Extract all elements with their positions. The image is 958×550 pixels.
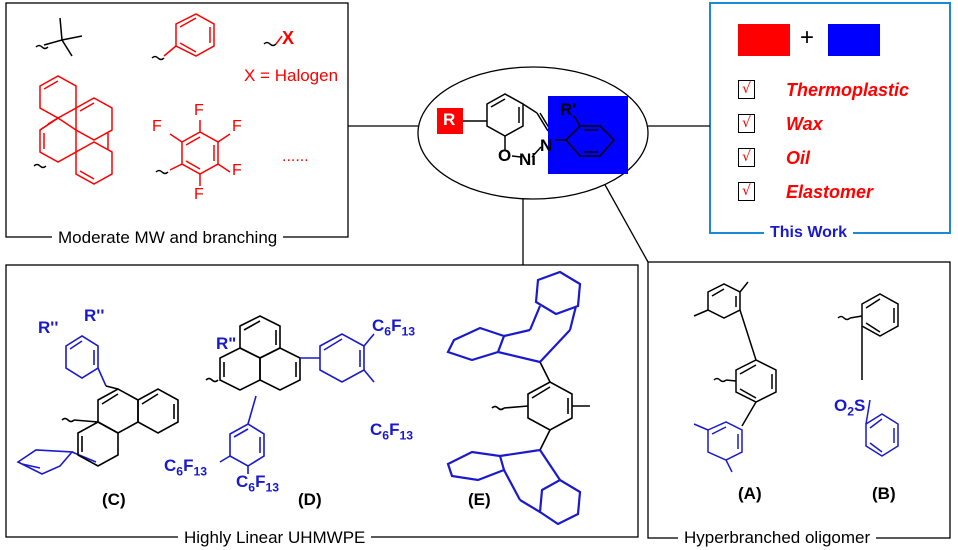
c6f13-13: 13 (401, 324, 416, 339)
structure-A (693, 281, 777, 473)
pentafluorophenyl-wavy (155, 169, 169, 175)
property-wax: Wax (786, 114, 823, 134)
label-A: (A) (738, 484, 762, 503)
c6f13-f: F (183, 456, 194, 475)
phenyl-wavy (151, 55, 165, 61)
blue-swatch (828, 24, 880, 56)
c6f13-c: C (370, 420, 383, 439)
c6f13-6: 6 (248, 480, 256, 495)
so2-o: O (834, 396, 848, 415)
more-substituents-ellipsis: ...... (282, 148, 309, 165)
structure-C-R-left: R'' (38, 318, 59, 337)
structure-D-R-label: R" (216, 334, 237, 353)
panel-top-right-title: This Work (764, 224, 854, 242)
halogen-x-symbol: X (282, 28, 295, 48)
c6f13-c: C (236, 472, 249, 491)
halogen-structure (263, 35, 283, 47)
catalyst-N-label: N (540, 136, 553, 155)
structure-C (16, 335, 179, 475)
panel-bottom-right-title: Hyperbranched oligomer (678, 528, 877, 548)
tbutyl-structure (35, 17, 83, 57)
label-D: (D) (298, 490, 322, 509)
c6f13-f: F (389, 420, 400, 439)
check-oil: √ (738, 148, 755, 167)
catalyst-Ni-label: Ni (519, 150, 536, 169)
phenyl-structure (163, 13, 215, 57)
label-C: (C) (102, 490, 126, 509)
catalyst-Rprime-label: R' (560, 100, 577, 119)
check-thermoplastic: √ (738, 80, 755, 99)
red-swatch (738, 24, 790, 56)
panel-top-left-frame (5, 2, 349, 238)
halogen-definition-label: X = Halogen (244, 66, 339, 85)
panel-bottom-right-frame (647, 261, 951, 539)
structure-B (837, 293, 899, 457)
center-aryl-ring (555, 115, 616, 157)
c6f13-13: 13 (399, 428, 414, 443)
connector-diagonal (603, 182, 649, 263)
c6f13-6: 6 (176, 464, 184, 479)
pentafluorophenyl-structure (169, 120, 231, 186)
check-wax: √ (738, 114, 755, 133)
fluorine-label-lower-right: F (232, 162, 242, 179)
check-elastomer: √ (738, 182, 755, 201)
catalyst-O-label: O (498, 146, 512, 165)
structure-D-c6f13-top: C6F13 (372, 316, 415, 338)
panel-top-left-title: Moderate MW and branching (52, 228, 284, 248)
c6f13-f: F (391, 316, 402, 335)
structure-B-so2: O2S (834, 396, 865, 418)
structure-D-c6f13-left: C6F13 (164, 456, 207, 478)
c6f13-c: C (164, 456, 177, 475)
c6f13-6: 6 (384, 324, 392, 339)
label-E: (E) (468, 490, 491, 509)
property-oil: Oil (786, 148, 811, 168)
structure-C-R-right: R'' (84, 306, 105, 325)
so2-s: S (854, 396, 866, 415)
c6f13-13: 13 (265, 480, 280, 495)
c6f13-6: 6 (382, 428, 390, 443)
plus-sign: + (800, 24, 815, 51)
fluorine-label-top: F (194, 102, 204, 119)
property-thermoplastic: Thermoplastic (786, 80, 910, 100)
anthracenyl-structure (39, 75, 113, 185)
c6f13-f: F (255, 472, 266, 491)
property-elastomer: Elastomer (786, 182, 874, 202)
anthracenyl-wavy (33, 163, 47, 169)
center-Rprime-blue-box (548, 96, 628, 174)
panel-bottom-middle-title: Highly Linear UHMWPE (178, 528, 372, 548)
structure-D (205, 315, 375, 474)
catalyst-R-label: R (443, 110, 456, 129)
structure-D-c6f13-right: C6F13 (370, 420, 413, 442)
so2-2: 2 (847, 404, 855, 419)
c6f13-c: C (372, 316, 385, 335)
fluorine-label-bottom: F (194, 186, 204, 203)
c6f13-13: 13 (193, 464, 208, 479)
fluorine-label-right: F (232, 118, 242, 135)
structure-D-c6f13-bottom: C6F13 (236, 472, 279, 494)
structure-E (446, 270, 590, 526)
label-B: (B) (872, 484, 896, 503)
center-R-red-box (437, 108, 463, 134)
fluorine-label-left: F (152, 118, 162, 135)
